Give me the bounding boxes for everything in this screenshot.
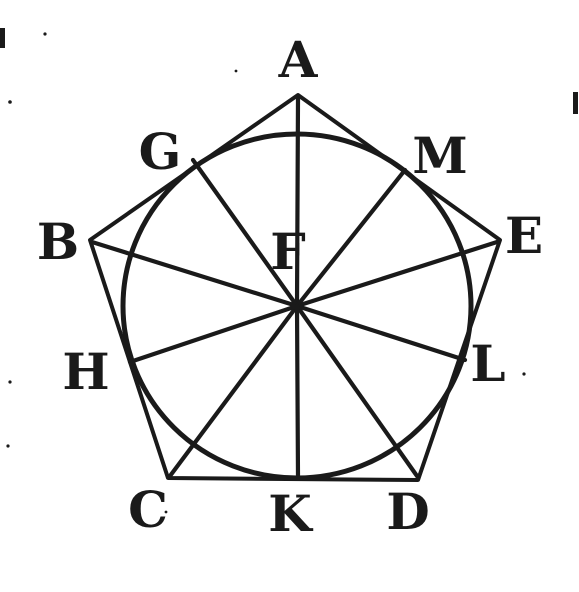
label-l: L: [470, 334, 505, 393]
ray-f-g: [190, 157, 300, 309]
ray-f-l: [294, 303, 468, 363]
ray-f-a: [294, 95, 301, 309]
label-b: B: [37, 212, 79, 271]
point-labels: A G M B E F H L C K D: [37, 30, 543, 543]
edge-mark-right: [573, 92, 578, 114]
label-c: C: [128, 480, 168, 539]
ray-f-e: [294, 239, 500, 309]
ray-f-m: [294, 167, 408, 309]
label-d: D: [386, 482, 429, 541]
ray-f-k: [294, 303, 301, 481]
label-m: M: [412, 126, 467, 185]
label-f: F: [270, 222, 306, 281]
ray-f-c: [167, 303, 300, 479]
label-h: H: [62, 342, 109, 401]
speck: [234, 69, 238, 73]
label-a: A: [278, 30, 319, 89]
edge-mark-left: [0, 28, 5, 48]
print-specks: [0, 28, 578, 514]
ray-f-b: [89, 239, 300, 309]
label-e: E: [505, 206, 543, 265]
rays-from-center: [89, 95, 500, 481]
speck: [6, 444, 10, 448]
ray-f-h: [127, 303, 300, 365]
speck: [8, 100, 12, 104]
speck: [522, 372, 526, 376]
ray-f-d: [294, 303, 420, 479]
label-k: K: [268, 484, 313, 543]
speck: [8, 380, 12, 384]
speck: [43, 32, 47, 36]
label-g: G: [139, 122, 182, 181]
speck: [164, 510, 168, 514]
